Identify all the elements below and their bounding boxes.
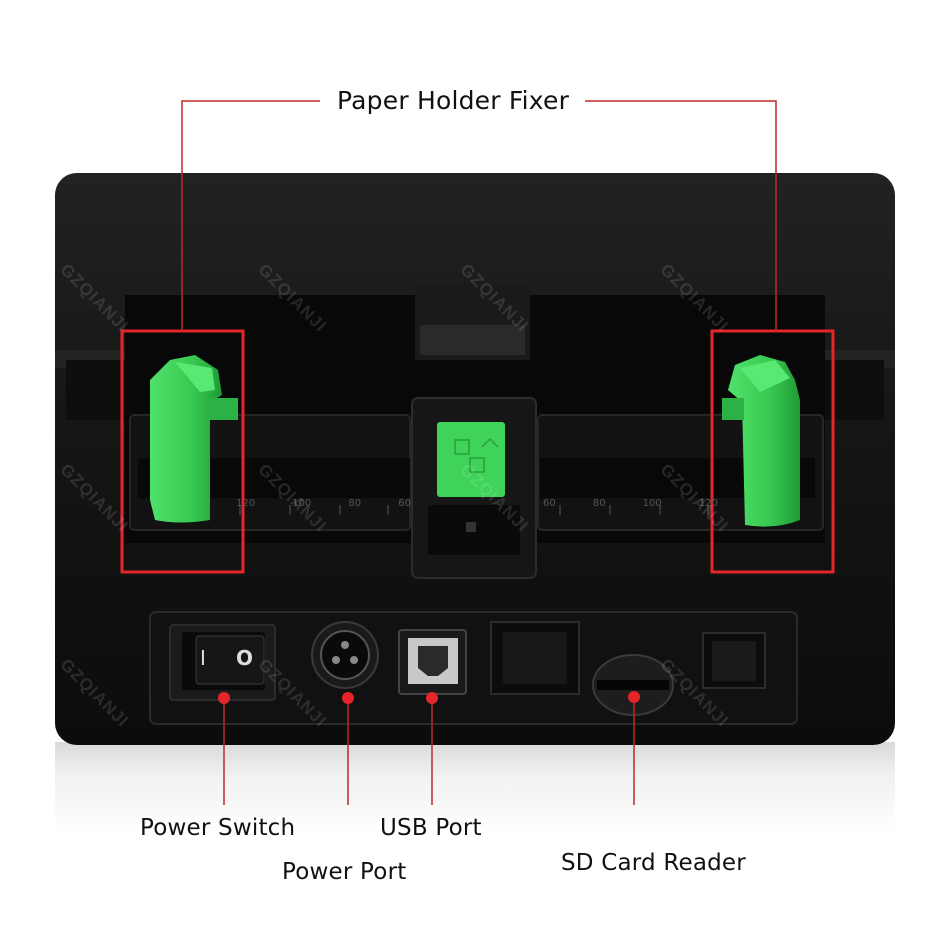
ruler-label: 60	[543, 498, 556, 509]
right-holder-highlight	[710, 329, 835, 574]
ruler-label: 120	[698, 498, 718, 509]
ruler-label: 120	[236, 498, 256, 509]
ruler-label: 80	[348, 498, 362, 509]
power-switch-label: Power Switch	[140, 815, 296, 841]
usb-port	[398, 629, 467, 695]
power-switch	[169, 624, 276, 701]
power-port	[311, 621, 379, 689]
power-port-label: Power Port	[282, 859, 407, 885]
ruler-left: 120 100 80 60	[236, 498, 411, 509]
switch-off-mark: O	[236, 646, 254, 670]
left-paper-holder	[150, 355, 238, 523]
port-panel	[149, 611, 798, 725]
usb-port-label: USB Port	[380, 815, 482, 841]
floor-reflection	[55, 742, 895, 832]
switch-on-mark: I	[200, 646, 206, 670]
sd-card-slot	[592, 654, 674, 716]
ruler-label: 80	[592, 498, 606, 509]
callout-dots	[218, 691, 640, 704]
ruler-right: 60 80 100 120	[543, 498, 718, 509]
ruler-label: 60	[398, 498, 411, 509]
ruler-label: 100	[292, 498, 312, 509]
callout-lines	[181, 100, 777, 805]
right-paper-holder	[722, 355, 800, 527]
sd-card-reader-label: SD Card Reader	[561, 850, 746, 876]
ruler-label: 100	[642, 498, 662, 509]
paper-holder-fixer-label: Paper Holder Fixer	[337, 86, 570, 115]
